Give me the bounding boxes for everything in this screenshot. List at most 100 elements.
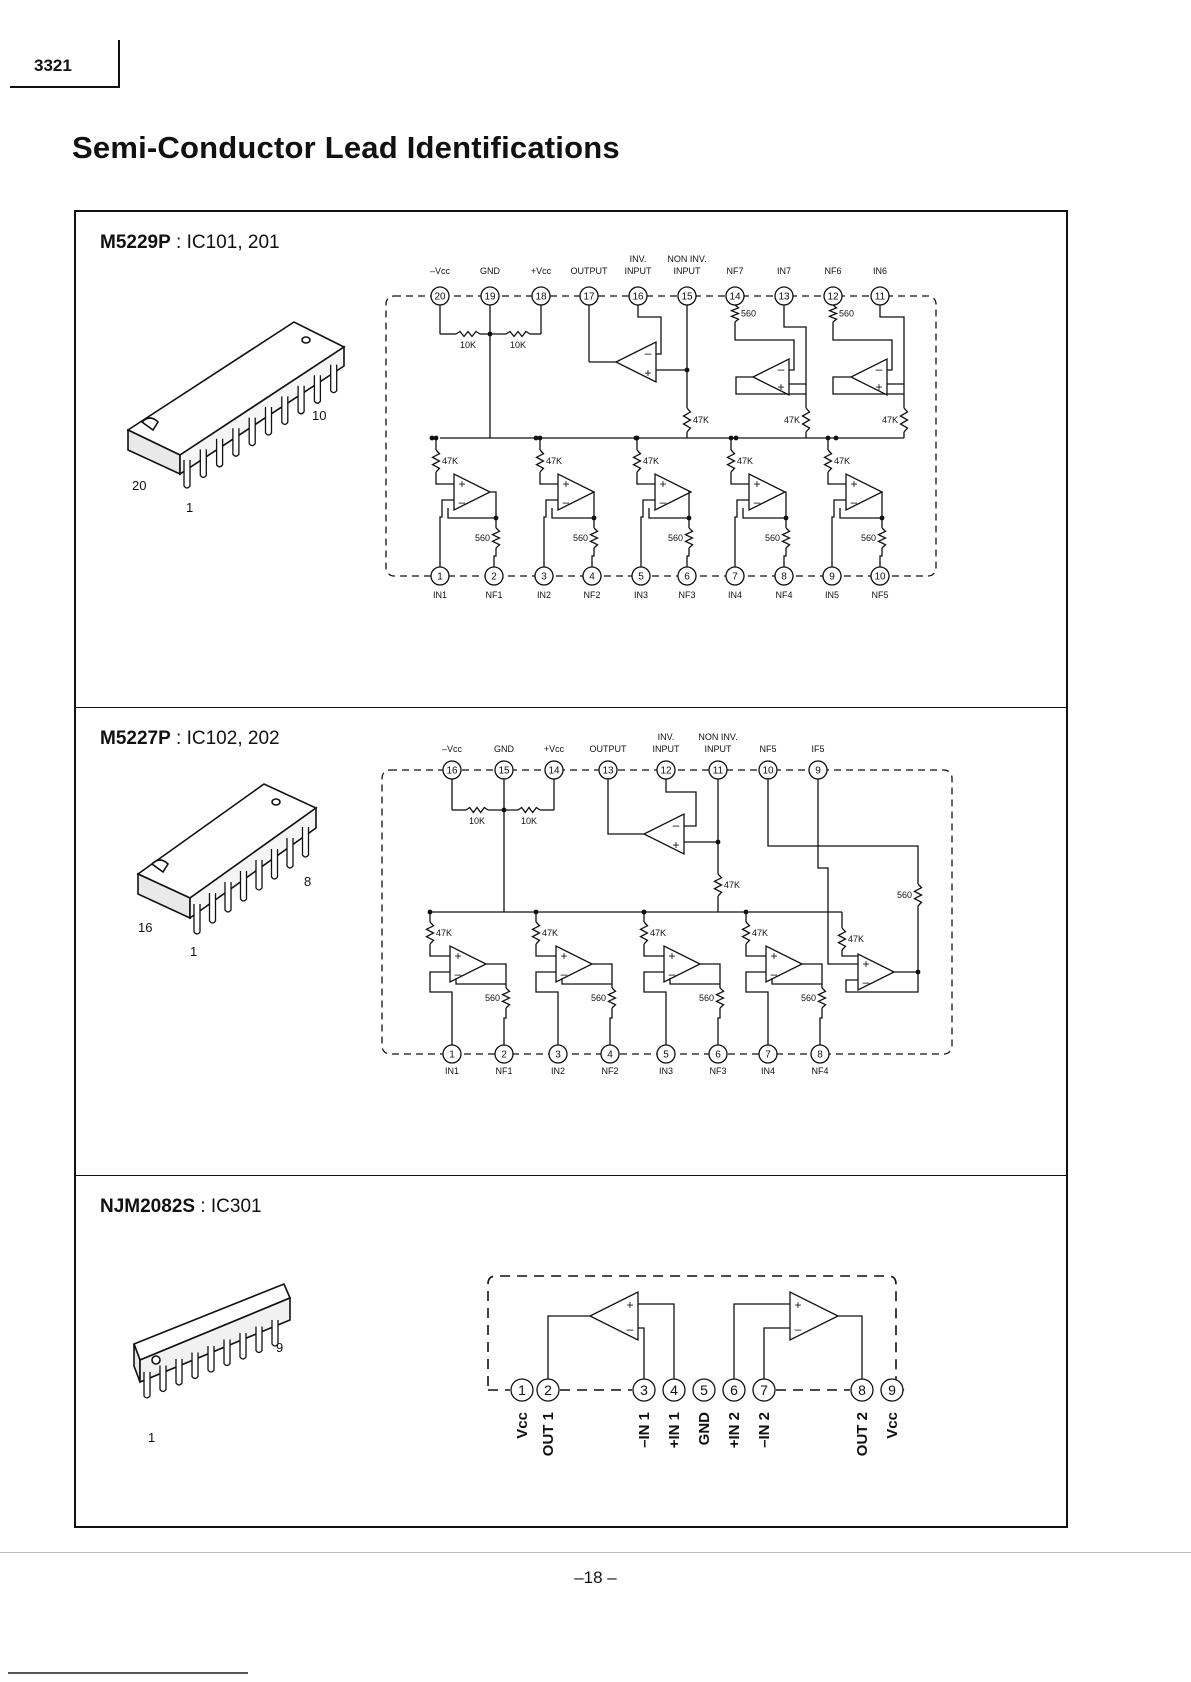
bottom-pin-5-number: 5 (663, 1050, 669, 1061)
pin-1-circle (510, 1378, 534, 1402)
m5227p-schematic: 16–Vcc15GND14+Vcc13OUTPUT12INV.INPUT11NO… (381, 732, 953, 1076)
wire (490, 491, 497, 518)
opamp-input-sign: + (753, 477, 760, 491)
package-leg (239, 1333, 247, 1360)
pin-3-number: 3 (640, 1382, 648, 1398)
pin-label: +IN 2 (726, 1412, 743, 1448)
top-pin-label: INPUT (705, 744, 733, 754)
top-pin-12-number: 12 (660, 766, 672, 777)
opamp-input-sign: – (795, 1322, 802, 1336)
opamp-channel-5 (845, 472, 884, 512)
resistor-value: 47K (546, 456, 562, 466)
package-leg (281, 396, 289, 426)
wire (551, 508, 594, 519)
document-number: 3321 (34, 56, 72, 75)
wire (539, 472, 558, 485)
opamp-input-sign: + (458, 477, 465, 491)
package-leg (191, 1352, 199, 1380)
pin-5-circle (692, 1378, 716, 1402)
opamp-input-sign: + (794, 1298, 801, 1312)
bottom-pin-label: IN2 (537, 590, 551, 600)
package-leg (223, 1339, 231, 1367)
opamp-input-sign: + (454, 949, 461, 963)
package-leg (208, 893, 217, 924)
top-pin-label: IN7 (777, 266, 791, 276)
wire (640, 499, 655, 567)
dip16-legs (193, 827, 310, 935)
junction-dot (733, 435, 739, 441)
package-leg (159, 1365, 167, 1393)
package-leg (193, 904, 201, 935)
wire (802, 963, 823, 988)
bottom-pin-label: NF5 (871, 590, 888, 600)
top-pin-label: NF7 (726, 266, 743, 276)
wire (845, 972, 919, 993)
bottom-pin-8-number: 8 (781, 572, 787, 583)
sip9-legs (143, 1320, 279, 1399)
top-pin-label: OUTPUT (590, 744, 628, 754)
package-pin-label: 16 (138, 920, 152, 935)
wire (819, 1008, 823, 1045)
pin-label: Vcc (884, 1412, 901, 1439)
part-refs: : IC101, 201 (170, 232, 280, 253)
resistor-value: 560 (765, 533, 780, 543)
wire (486, 963, 507, 988)
bottom-pin-label: IN2 (551, 1066, 565, 1076)
opamp-input-sign: + (668, 949, 675, 963)
resistor (683, 527, 695, 549)
pin-6-number: 6 (730, 1382, 738, 1398)
resistor (816, 987, 828, 1009)
resistor-value: 47K (643, 456, 659, 466)
resistor-value: 560 (573, 533, 588, 543)
wire (669, 978, 720, 985)
top-pin-11-number: 11 (875, 292, 886, 303)
junction-dot (533, 435, 539, 441)
junction-dot (825, 435, 831, 441)
top-pin-16-number: 16 (446, 766, 458, 777)
bottom-pin-10-number: 10 (874, 572, 886, 583)
opamp-input-sign: – (459, 495, 466, 509)
opamp-channel-1 (449, 944, 488, 984)
resistor-value: 560 (741, 309, 756, 319)
opamp-ch7 (751, 357, 790, 397)
package-leg (255, 860, 263, 891)
package-leg (301, 827, 310, 858)
opamp-input-sign: + (875, 380, 882, 394)
opamp-input-sign: – (771, 967, 778, 981)
pin-4-circle (662, 1378, 686, 1402)
opamp-input-sign: – (754, 495, 761, 509)
top-pin-11-number: 11 (713, 766, 724, 777)
pin-label: GND (696, 1412, 713, 1446)
package-leg (175, 1359, 183, 1386)
resistor (823, 449, 833, 473)
resistor-value: 560 (475, 533, 490, 543)
top-pin-20-number: 20 (434, 292, 446, 303)
pin-5-number: 5 (700, 1382, 708, 1398)
package-pin-label: 20 (132, 478, 146, 493)
opamp-input-sign: – (455, 967, 462, 981)
package-pin-label: 1 (190, 944, 197, 959)
wire (609, 1008, 613, 1045)
package-pin-label: 10 (312, 408, 326, 423)
resistor (682, 407, 692, 433)
top-pin-10-number: 10 (762, 766, 774, 777)
wire (561, 978, 612, 985)
bottom-pin-2-number: 2 (491, 572, 497, 583)
wire (767, 779, 919, 884)
bottom-pin-6-number: 6 (684, 572, 690, 583)
pin-7-circle (752, 1378, 776, 1402)
top-pin-label: OUTPUT (571, 266, 609, 276)
junction-dot (634, 435, 640, 441)
bottom-pin-label: IN3 (659, 1066, 673, 1076)
opamp-ch6 (849, 357, 888, 397)
resistor (431, 449, 441, 473)
opamp-channel-2 (557, 472, 596, 512)
part-number: M5229P (100, 232, 171, 253)
pin-8-number: 8 (858, 1382, 866, 1398)
opamp-input-sign: + (659, 477, 666, 491)
pin-label: Vcc (514, 1412, 531, 1439)
resistor-value: 47K (542, 928, 558, 938)
bottom-pin-1-number: 1 (449, 1050, 455, 1061)
pin-2-circle (536, 1378, 560, 1402)
package-leg (248, 417, 256, 447)
